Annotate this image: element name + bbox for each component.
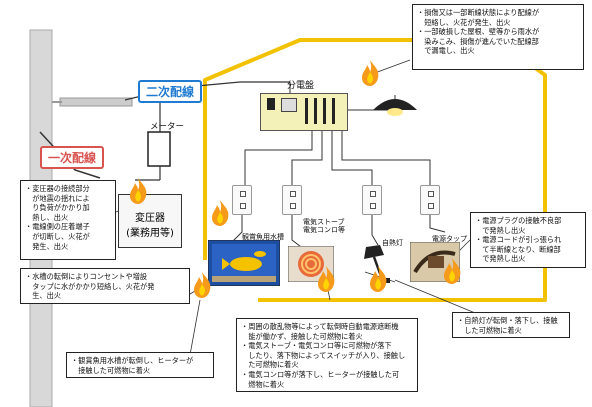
callout-transformer: ・変圧器の接続部分 が地震の揺れによ り負荷がかかり加 熱し、出火 ・電線側の圧…	[20, 180, 116, 260]
aquarium-icon	[208, 240, 280, 286]
callout-lamp-fall: ・自熱灯が転倒・落下し、接触 した可燃物に着火	[452, 312, 570, 338]
wall-outlet-4	[420, 185, 440, 215]
panel-label: 分電盤	[287, 81, 315, 91]
transformer-label: 変圧器	[135, 213, 165, 224]
ceiling-lamp-icon	[373, 99, 417, 116]
flame-icon	[444, 258, 461, 284]
lamp-label: 自熱灯	[382, 239, 403, 247]
distribution-panel	[260, 93, 348, 131]
secondary-line-label: 二次配線	[138, 80, 203, 103]
transformer-sublabel: (業務用等)	[126, 228, 174, 239]
callout-aquarium-heater: ・観賞魚用水槽が転倒し、ヒーターが 接触した可燃物に着火	[66, 352, 214, 378]
flame-icon	[194, 272, 211, 298]
flame-icon	[318, 266, 335, 292]
aquarium-label: 観賞魚用水槽	[242, 233, 284, 241]
tap-label: 電源タップ	[432, 235, 467, 243]
electric-stove-icon	[288, 246, 334, 282]
flame-icon	[370, 266, 387, 292]
callout-stove: ・周囲の散乱物等によって転倒時自動電源遮断機 能が働かず、接触した可燃物に着火 …	[236, 318, 418, 392]
transformer-box: 変圧器 (業務用等)	[118, 194, 182, 248]
pole-crossbar	[59, 97, 133, 107]
primary-wire	[39, 131, 101, 179]
wall-outlet-2	[282, 185, 302, 215]
stove-label: 電気ストーブ電気コンロ等	[303, 218, 345, 234]
flame-icon	[212, 200, 229, 226]
callout-wiring-damage: ・損傷又は一部断線状態により配線が 短絡し、火花が発生、出火 ・一部破損した屋根…	[412, 4, 584, 70]
flame-icon	[362, 60, 379, 86]
callout-power-plug: ・電源プラグの接触不良部 で発熱し出火 ・電源コードが引っ張られ て半断線となり…	[470, 212, 586, 268]
meter-label: メーター	[150, 122, 185, 132]
meter-box	[147, 131, 171, 167]
callout-tank-outlet: ・水槽の転倒によりコンセントや増設 タップに水がかかり短絡し、火花が発 生、出火	[20, 268, 190, 304]
flame-icon	[130, 178, 147, 204]
wall-outlet-3	[362, 185, 382, 215]
primary-line-label: 一次配線	[40, 146, 105, 169]
wall-outlet-1	[232, 185, 252, 215]
